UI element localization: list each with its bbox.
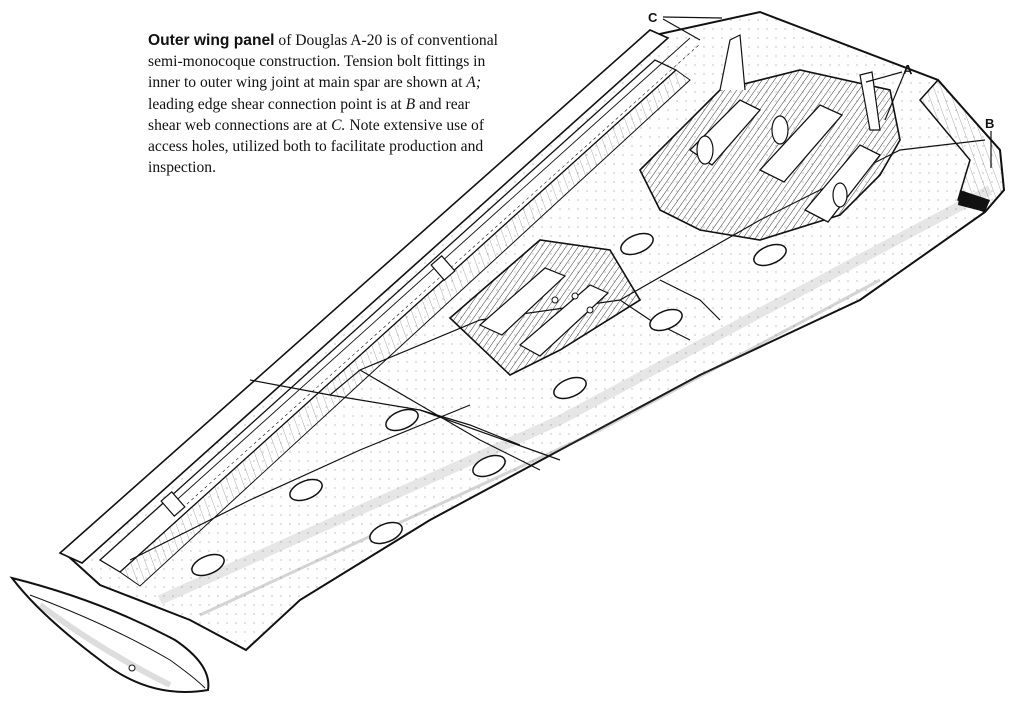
callout-b: B [985, 116, 994, 168]
caption-ref-c: C. [331, 116, 346, 134]
access-hole [472, 454, 506, 478]
mid-cutaway-structure [448, 239, 642, 376]
caption-text-3: and rear shear web connections are at [148, 95, 470, 134]
caption-text-2: leading edge shear connection point is a… [148, 95, 406, 113]
access-holes [191, 232, 787, 577]
access-hole [649, 308, 683, 332]
access-hole [553, 376, 587, 400]
trailing-edge-strip [58, 29, 701, 587]
wing-tip-cap [9, 576, 210, 693]
caption-ref-a: A; [466, 74, 482, 92]
caption-text-4: Note extensive use of access holes, util… [148, 116, 485, 177]
access-hole [753, 243, 787, 267]
callout-label-b: B [985, 116, 994, 131]
wing-root-face [919, 78, 1005, 213]
caption-bold-lead: Outer wing panel [148, 32, 275, 49]
access-hole [191, 553, 225, 577]
callout-c: C [648, 10, 723, 41]
caption-ref-b: B [405, 95, 416, 113]
callout-label-a: A [903, 62, 913, 77]
access-hole [385, 408, 419, 432]
callout-a: A [865, 62, 913, 121]
caption-text-1: of Douglas A-20 is of conventional semi-… [148, 32, 498, 92]
figure-caption: Outer wing panel of Douglas A-20 is of c… [148, 30, 498, 178]
access-hole [289, 478, 323, 502]
access-hole [620, 232, 654, 256]
access-hole [369, 521, 403, 545]
inboard-cutaway-structure [639, 34, 901, 241]
callout-label-c: C [648, 10, 658, 25]
